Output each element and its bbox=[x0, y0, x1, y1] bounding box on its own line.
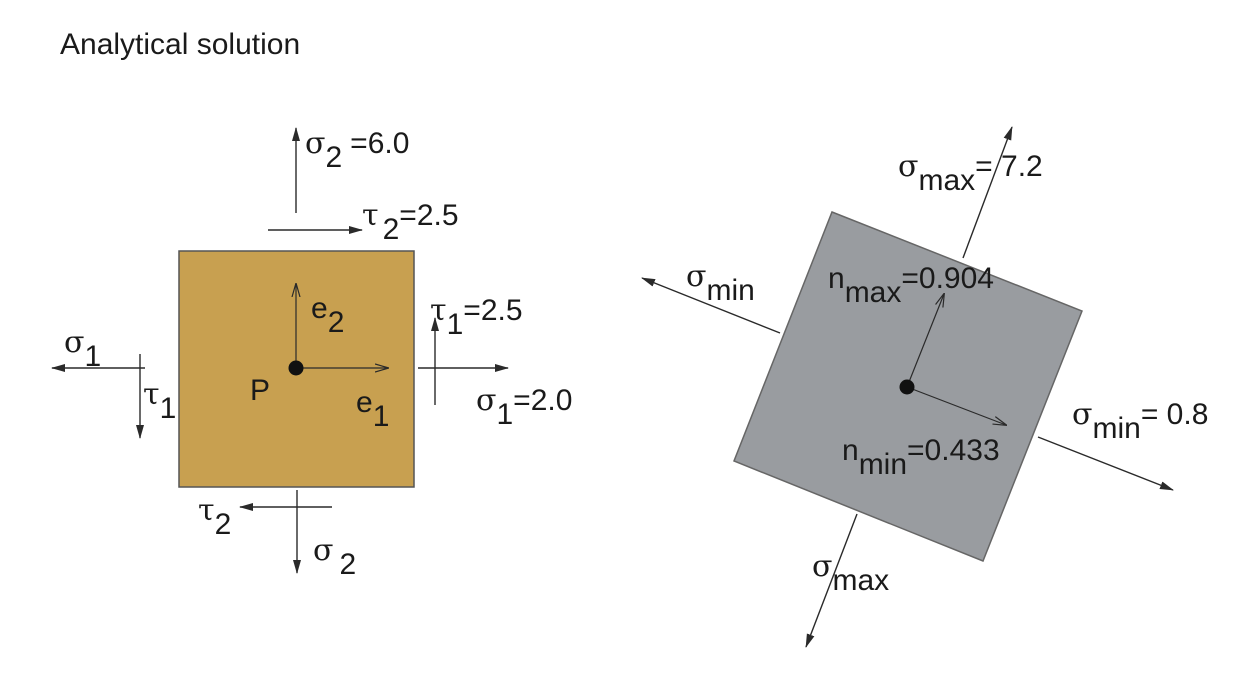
sigma-min-right-label: σmin= 0.8 bbox=[1072, 397, 1208, 445]
sigma-max-bottom-arrow bbox=[805, 513, 858, 648]
page-title: Analytical solution bbox=[60, 28, 300, 61]
e2-label: e2 bbox=[311, 292, 344, 339]
point-p-dot bbox=[288, 360, 304, 376]
sigma-max-top-arrow bbox=[962, 126, 1013, 259]
tau1-right-label: τ1=2.5 bbox=[430, 293, 523, 341]
n-min-vector bbox=[906, 386, 1006, 425]
tau1-left-label: τ1 bbox=[143, 377, 176, 425]
sigma-max-bottom-label: σmax bbox=[812, 549, 889, 597]
sigma-min-left-label: σmin bbox=[686, 259, 755, 307]
sigma1-left-label: σ1 bbox=[64, 325, 101, 373]
n-min-label: nmin=0.433 bbox=[842, 434, 1000, 481]
sigma-min-left-arrow bbox=[641, 277, 781, 334]
e1-label: e1 bbox=[356, 386, 389, 433]
sigma-min-right-arrow bbox=[1037, 436, 1174, 491]
n-max-label: nmax=0.904 bbox=[828, 262, 994, 309]
tau2-bottom-label: τ2 bbox=[198, 493, 231, 541]
point-p-label: P bbox=[250, 374, 270, 407]
n-max-vector bbox=[906, 294, 944, 388]
center-dot bbox=[899, 379, 915, 395]
principal-stress-element: σmax= 7.2 σmin nmax=0.904 nmin=0.433 σmi… bbox=[641, 126, 1208, 648]
sigma-max-top-label: σmax= 7.2 bbox=[898, 149, 1043, 197]
sigma2-top-label: σ2=6.0 bbox=[305, 126, 409, 174]
sigma1-right-label: σ1=2.0 bbox=[476, 383, 572, 431]
